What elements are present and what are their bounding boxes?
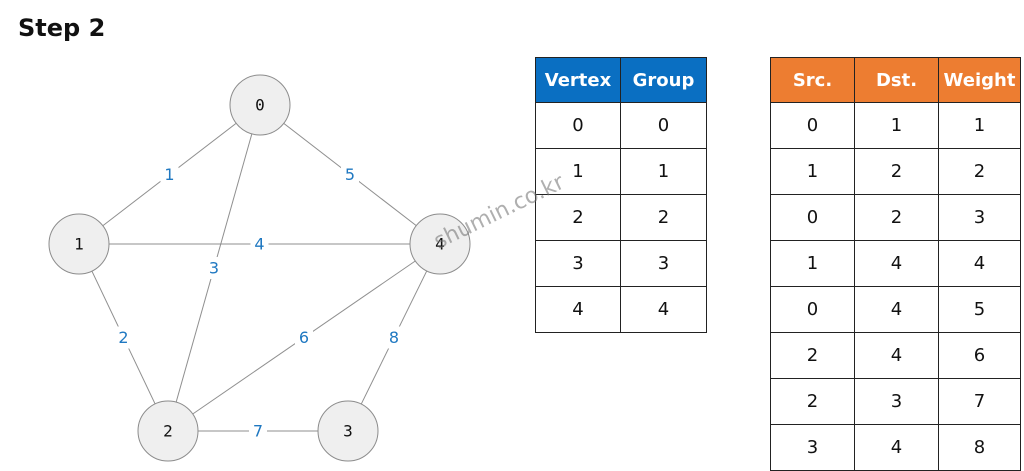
group-cell: 3: [620, 240, 707, 287]
vertex-cell: 2: [535, 194, 621, 241]
edge-weight-label: 2: [118, 328, 128, 347]
weight-cell: 1: [938, 102, 1021, 149]
edge-label-background: [250, 233, 269, 255]
node-circle: [409, 213, 471, 275]
dst-cell: 4: [854, 424, 939, 471]
node-2: 2: [137, 400, 199, 462]
table-row: 0 2 3: [770, 194, 1021, 241]
table-row: 2 2: [535, 194, 707, 241]
vertex-group-table: Vertex Group 0 0 1 1 2 2 3 3 4 4: [535, 57, 707, 333]
src-cell: 3: [770, 424, 855, 471]
node-label: 0: [255, 96, 265, 115]
dst-cell: 3: [854, 378, 939, 425]
graph-edges: 1 2 3 4 5 6 7 8: [91, 122, 428, 442]
node-4: 4: [409, 213, 471, 275]
page-title: Step 2: [18, 14, 106, 42]
dst-cell: 4: [854, 286, 939, 333]
column-header-weight: Weight: [938, 57, 1021, 103]
node-3: 3: [317, 400, 379, 462]
node-circle: [229, 74, 291, 136]
table-row: 2 3 7: [770, 378, 1021, 425]
edge-weight-label: 7: [253, 422, 263, 441]
edge-label-background: [341, 163, 359, 186]
edge-weight-label: 8: [389, 328, 399, 347]
dst-cell: 4: [854, 240, 939, 287]
column-header-dst: Dst.: [854, 57, 939, 103]
node-circle: [48, 213, 110, 275]
group-cell: 0: [620, 102, 707, 149]
table-row: 1 1: [535, 148, 707, 195]
table-row: 4 4: [535, 286, 707, 333]
group-cell: 1: [620, 148, 707, 195]
edge-label-background: [114, 326, 133, 349]
table-row: 0 0: [535, 102, 707, 149]
edge-label-background: [160, 163, 179, 186]
weight-cell: 8: [938, 424, 1021, 471]
edge-weight-label: 3: [209, 259, 219, 278]
group-cell: 2: [620, 194, 707, 241]
weight-cell: 3: [938, 194, 1021, 241]
vertex-cell: 3: [535, 240, 621, 287]
edge-label-background: [249, 420, 267, 442]
src-cell: 1: [770, 148, 855, 195]
src-cell: 2: [770, 378, 855, 425]
table-row: 3 4 8: [770, 424, 1021, 471]
column-header-vertex: Vertex: [535, 57, 621, 103]
table-row: 3 3: [535, 240, 707, 287]
src-cell: 0: [770, 102, 855, 149]
table-row: 0 4 5: [770, 286, 1021, 333]
edge-weight-table: Src. Dst. Weight 0 1 1 1 2 2 0 2 3 1 4 4…: [770, 57, 1021, 471]
table-header-row: Vertex Group: [535, 57, 707, 103]
node-label: 1: [74, 235, 84, 254]
edge-label-background: [295, 326, 313, 349]
table-row: 1 4 4: [770, 240, 1021, 287]
node-0: 0: [229, 74, 291, 136]
weight-cell: 5: [938, 286, 1021, 333]
src-cell: 1: [770, 240, 855, 287]
column-header-group: Group: [620, 57, 707, 103]
dst-cell: 1: [854, 102, 939, 149]
edge-weight-label: 6: [299, 328, 309, 347]
node-label: 2: [163, 422, 173, 441]
node-1: 1: [48, 213, 110, 275]
edge-weight-label: 1: [164, 165, 174, 184]
node-circle: [137, 400, 199, 462]
node-label: 4: [435, 235, 445, 254]
weight-cell: 4: [938, 240, 1021, 287]
edge-label-background: [205, 257, 223, 279]
weight-cell: 2: [938, 148, 1021, 195]
vertex-cell: 0: [535, 102, 621, 149]
edge-label-background: [385, 326, 403, 349]
table-row: 0 1 1: [770, 102, 1021, 149]
table-row: 1 2 2: [770, 148, 1021, 195]
graph-diagram: 1 2 3 4 5 6 7 8 0 1 2 3 4: [48, 74, 471, 462]
edge-weight-label: 5: [345, 165, 355, 184]
column-header-src: Src.: [770, 57, 855, 103]
weight-cell: 6: [938, 332, 1021, 379]
node-label: 3: [343, 422, 353, 441]
table-header-row: Src. Dst. Weight: [770, 57, 1021, 103]
group-cell: 4: [620, 286, 707, 333]
graph-nodes: 0 1 2 3 4: [48, 74, 471, 462]
edge-weight-label: 4: [254, 235, 264, 254]
node-circle: [317, 400, 379, 462]
dst-cell: 4: [854, 332, 939, 379]
vertex-cell: 1: [535, 148, 621, 195]
dst-cell: 2: [854, 148, 939, 195]
src-cell: 2: [770, 332, 855, 379]
src-cell: 0: [770, 194, 855, 241]
table-row: 2 4 6: [770, 332, 1021, 379]
dst-cell: 2: [854, 194, 939, 241]
src-cell: 0: [770, 286, 855, 333]
vertex-cell: 4: [535, 286, 621, 333]
weight-cell: 7: [938, 378, 1021, 425]
